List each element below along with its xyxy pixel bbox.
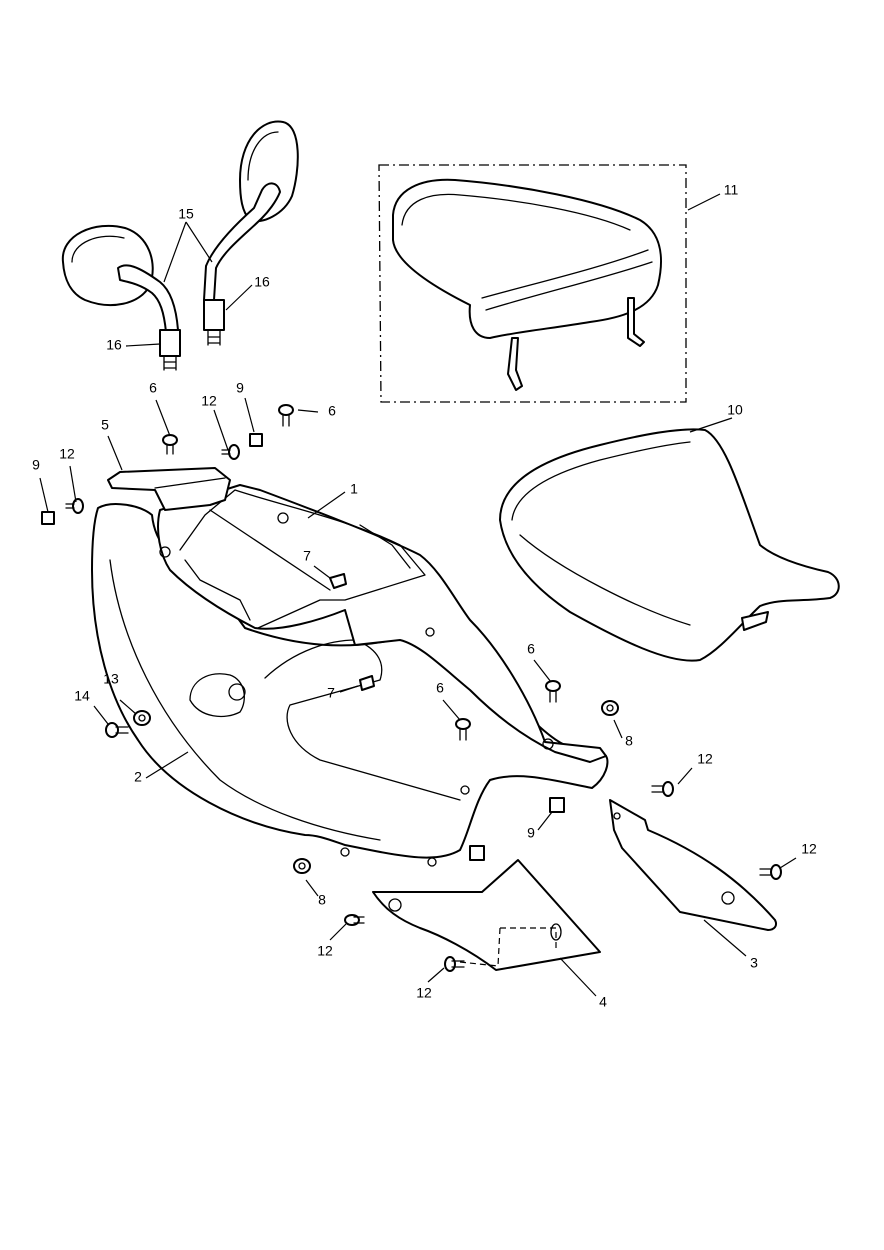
callout-2: 2 xyxy=(134,769,142,785)
callout-12: 12 xyxy=(801,841,817,857)
side-panel xyxy=(609,799,778,931)
callout-13: 13 xyxy=(103,671,119,687)
callout-12: 12 xyxy=(697,751,713,767)
callout-10: 10 xyxy=(727,402,743,418)
callout-6: 6 xyxy=(149,380,157,396)
callout-6: 6 xyxy=(328,403,336,419)
callout-9: 9 xyxy=(236,380,244,396)
callout-6: 6 xyxy=(527,641,535,657)
leader-lines xyxy=(39,193,797,997)
callout-15: 15 xyxy=(178,206,194,222)
callout-16: 16 xyxy=(106,337,122,353)
under-panel xyxy=(372,859,601,971)
callout-8: 8 xyxy=(625,733,633,749)
callout-12: 12 xyxy=(201,393,217,409)
callout-7: 7 xyxy=(303,548,311,564)
callout-16: 16 xyxy=(254,274,270,290)
callout-12: 12 xyxy=(416,985,432,1001)
callout-labels: 1 2 3 4 5 6 6 6 6 7 7 8 8 9 9 9 10 11 12… xyxy=(32,182,817,1010)
callout-12: 12 xyxy=(59,446,75,462)
rider-seat xyxy=(499,428,840,662)
callout-8: 8 xyxy=(318,892,326,908)
callout-11: 11 xyxy=(724,182,739,198)
callout-14: 14 xyxy=(74,688,90,704)
bracket-5 xyxy=(107,467,231,511)
mirror-left xyxy=(61,224,181,371)
callout-5: 5 xyxy=(101,417,109,433)
callout-9: 9 xyxy=(527,825,535,841)
callout-9: 9 xyxy=(32,457,40,473)
callout-7: 7 xyxy=(327,685,335,701)
pillion-seat xyxy=(378,164,687,403)
callout-3: 3 xyxy=(750,955,758,971)
callout-1: 1 xyxy=(350,481,358,497)
mirror-right xyxy=(203,120,299,346)
tray-inner-panel xyxy=(157,484,607,763)
callout-6: 6 xyxy=(436,680,444,696)
seat-cowl-side xyxy=(91,503,609,867)
callout-12: 12 xyxy=(317,943,333,959)
callout-4: 4 xyxy=(599,994,607,1010)
